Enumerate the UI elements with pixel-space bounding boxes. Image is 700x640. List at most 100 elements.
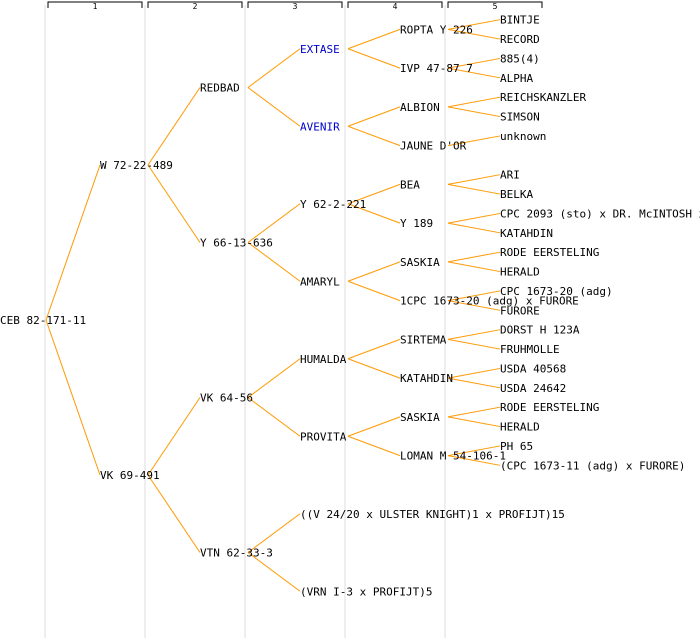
pedigree-edge [247, 242, 301, 282]
pedigree-node-label: BEA [400, 178, 420, 191]
generation-number: 3 [293, 2, 298, 11]
pedigree-node-label: USDA 40568 [500, 362, 566, 375]
pedigree-node-label: BELKA [500, 188, 533, 201]
pedigree-node-label: ALBION [400, 101, 440, 114]
pedigree-edge [45, 319, 101, 476]
pedigree-node-label: SASKIA [400, 256, 440, 269]
pedigree-edge [447, 57, 501, 69]
generation-number: 1 [93, 2, 98, 11]
pedigree-edge [447, 28, 501, 40]
pedigree-node-label: 1CPC 1673-20 (adg) x FURORE [400, 295, 579, 308]
pedigree-node-label: RECORD [500, 33, 540, 46]
pedigree-edge [147, 474, 201, 553]
generation-bracket [247, 1, 343, 8]
pedigree-edge [447, 416, 501, 428]
pedigree-node-label: DORST H 123A [500, 324, 580, 337]
pedigree-node-label: (CPC 1673-11 (adg) x FURORE) [500, 459, 685, 472]
pedigree-edge [347, 338, 401, 360]
pedigree-nodes: CEB 82-171-11 W 72-22-489 VK 69-491 REDBAD Y… [0, 14, 700, 599]
pedigree-node-label: KATAHDIN [400, 372, 453, 385]
pedigree-edge [347, 435, 401, 457]
pedigree-node-label: Y 189 [400, 217, 433, 230]
pedigree-edge [247, 552, 301, 592]
pedigree-edge [447, 406, 501, 418]
pedigree-edge [247, 203, 301, 243]
pedigree-edge [347, 280, 401, 302]
pedigree-node-label: FRUHMOLLE [500, 343, 560, 356]
pedigree-node-label: 885(4) [500, 52, 540, 65]
pedigree-node-label: Y 66-13-636 [200, 237, 273, 250]
pedigree-node-label: W 72-22-489 [100, 159, 173, 172]
pedigree-edge [147, 397, 201, 476]
pedigree-node-label: SASKIA [400, 411, 440, 424]
pedigree-edge [347, 183, 401, 205]
pedigree-edge [447, 135, 501, 147]
pedigree-node-label: ALPHA [500, 72, 533, 85]
pedigree-edges [45, 19, 501, 592]
pedigree-node-label: BINTJE [500, 14, 540, 27]
pedigree-node-label: CEB 82-171-11 [0, 314, 86, 327]
pedigree-edge [447, 67, 501, 79]
pedigree-edge [447, 251, 501, 263]
pedigree-node-label: PH 65 [500, 440, 533, 453]
pedigree-node-label: SIRTEMA [400, 333, 447, 346]
pedigree-edge [447, 300, 501, 311]
pedigree-edge [447, 338, 501, 350]
pedigree-edge [447, 290, 501, 302]
pedigree-node-label: AMARYL [300, 275, 340, 288]
pedigree-node-label: (VRN I-3 x PROFIJT)5 [300, 585, 432, 598]
pedigree-edge [347, 203, 401, 224]
pedigree-edge [347, 125, 401, 147]
pedigree-node-label: VK 69-491 [100, 469, 160, 482]
pedigree-edge [45, 164, 101, 321]
pedigree-node-label: CPC 1673-20 (adg) [500, 285, 613, 298]
pedigree-node-label: FURORE [500, 304, 540, 317]
generation-number: 5 [493, 2, 498, 11]
pedigree-node-label: LOMAN M 54-106-1 [400, 450, 506, 463]
pedigree-edge [447, 455, 501, 466]
pedigree-node-label: IVP 47-87 7 [400, 62, 473, 75]
pedigree-edge [447, 106, 501, 118]
pedigree-edge [147, 87, 201, 166]
pedigree-node-label: KATAHDIN [500, 227, 553, 240]
generation-bracket [47, 1, 143, 8]
pedigree-edge [447, 96, 501, 108]
pedigree-node-label: PROVITA [300, 430, 347, 443]
pedigree-node-label: CPC 2093 (sto) x DR. McINTOSH x B76 [500, 207, 700, 220]
pedigree-edge [247, 358, 301, 398]
pedigree-node-label: ARI [500, 169, 520, 182]
pedigree-edge [447, 19, 501, 30]
pedigree-edge [247, 513, 301, 553]
generation-bracket [447, 1, 543, 8]
pedigree-node-label: RODE EERSTELING [500, 401, 599, 414]
pedigree-node-label: ROPTA Y 226 [400, 23, 473, 36]
pedigree-edge [347, 416, 401, 437]
pedigree-edge [247, 48, 301, 88]
generation-bracket [347, 1, 443, 8]
pedigree-node-label: RODE EERSTELING [500, 246, 599, 259]
pedigree-edge [447, 377, 501, 389]
pedigree-node-label: SIMSON [500, 111, 540, 124]
pedigree-node-label: HUMALDA [300, 353, 347, 366]
pedigree-edge [447, 183, 501, 195]
generation-grid [44, 5, 446, 638]
pedigree-node-label: JAUNE D'OR [400, 140, 467, 153]
pedigree-edge [347, 358, 401, 379]
pedigree-edge [447, 329, 501, 340]
pedigree-node-label: HERALD [500, 421, 540, 434]
pedigree-edge [447, 367, 501, 379]
pedigree-edge [447, 222, 501, 234]
pedigree-node-label[interactable]: EXTASE [300, 43, 340, 56]
pedigree-edge [247, 87, 301, 127]
pedigree-node-label: unknown [500, 130, 546, 143]
pedigree-node-label: REDBAD [200, 82, 240, 95]
pedigree-edge [347, 48, 401, 69]
pedigree-edge [447, 174, 501, 185]
pedigree-node-label: VTN 62-33-3 [200, 547, 273, 560]
pedigree-node-label: ((V 24/20 x ULSTER KNIGHT)1 x PROFIJT)15 [300, 508, 565, 521]
generation-number: 2 [193, 2, 198, 11]
pedigree-edge [347, 106, 401, 127]
pedigree-node-label[interactable]: AVENIR [300, 120, 340, 133]
